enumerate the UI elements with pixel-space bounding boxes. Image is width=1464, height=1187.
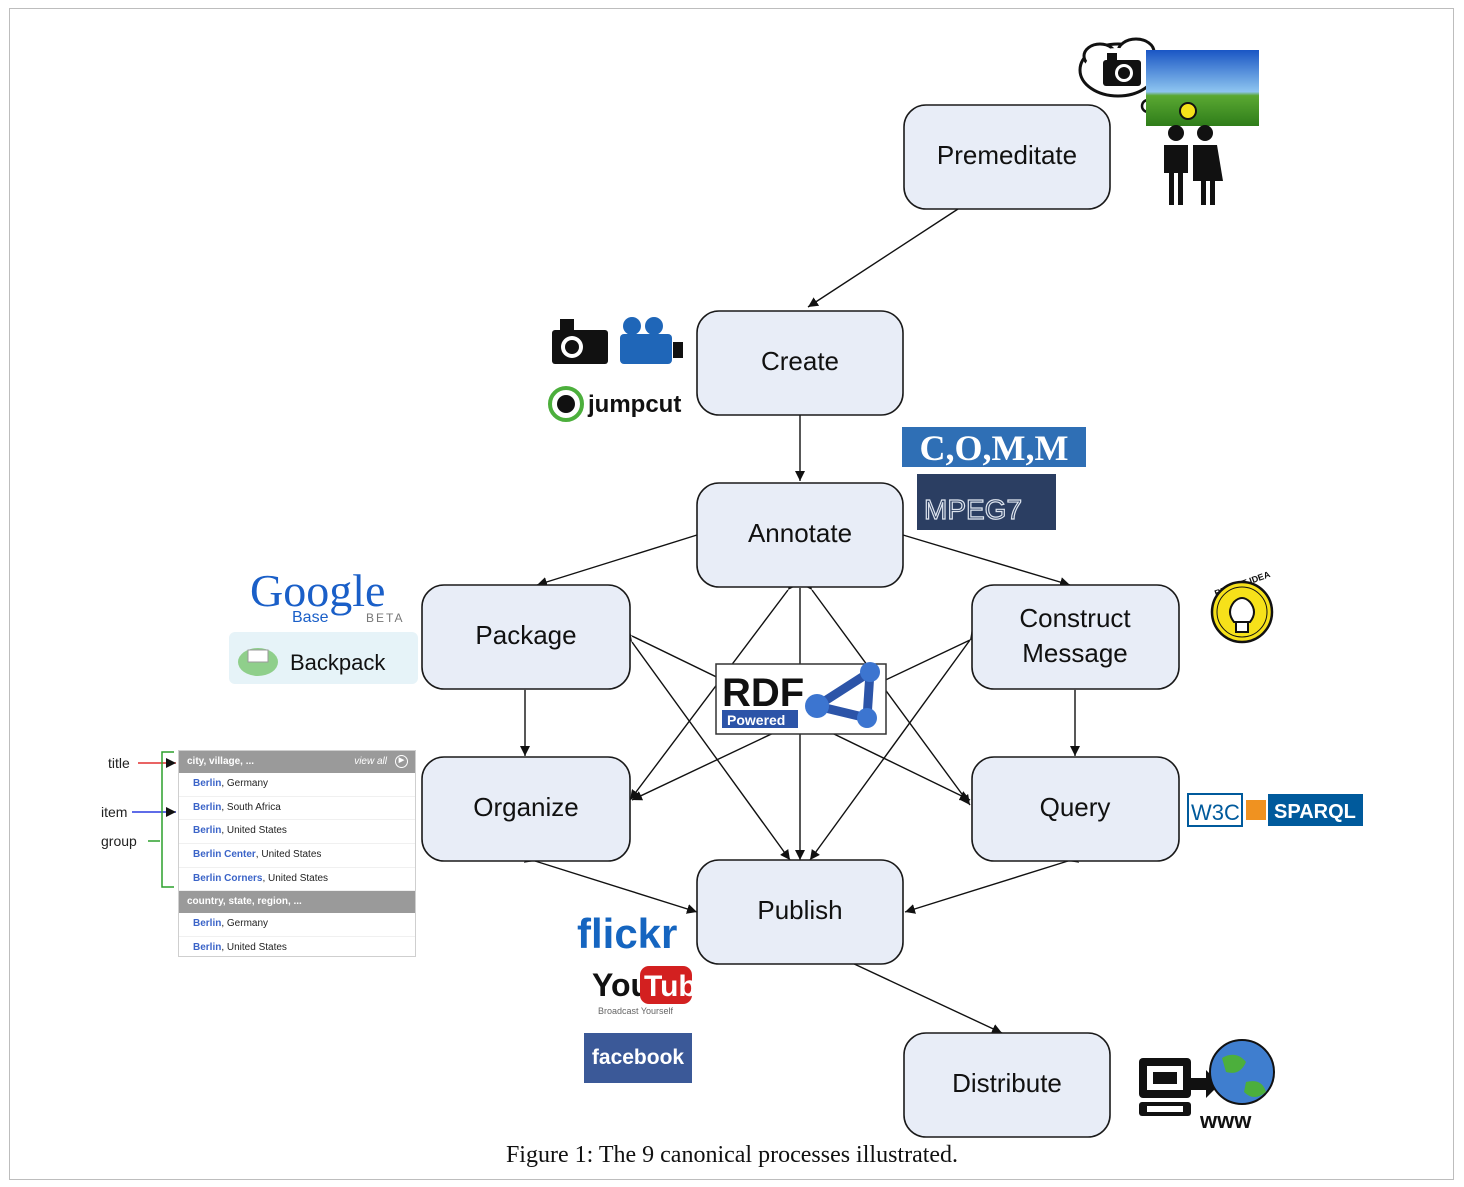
- svg-text:Base: Base: [292, 609, 329, 626]
- svg-text:Premeditate: Premeditate: [937, 140, 1077, 170]
- mpeg7-logo: MPEG7: [917, 474, 1056, 530]
- rdf-powered-logo: RDF Powered: [715, 662, 887, 735]
- node-distribute: Distribute: [903, 1032, 1111, 1138]
- facet-item[interactable]: Berlin, Germany: [179, 773, 415, 797]
- bright-idea-icon: BRIGHT IDEA: [1210, 569, 1274, 644]
- camera-icon: [1103, 53, 1141, 86]
- node-create: Create: [696, 310, 904, 416]
- svg-text:facebook: facebook: [592, 1046, 685, 1069]
- premeditate-illustration: [1078, 37, 1259, 205]
- svg-text:Publish: Publish: [757, 895, 842, 925]
- backpack-logo: Backpack: [229, 632, 418, 684]
- label-group: group: [101, 833, 137, 849]
- figure-caption: Figure 1: The 9 canonical processes illu…: [505, 1142, 959, 1168]
- computer-globe-icon: www: [1139, 1039, 1275, 1133]
- node-premeditate: Premeditate: [903, 104, 1111, 210]
- svg-text:jumpcut: jumpcut: [587, 391, 681, 418]
- edge-query-publish: [904, 853, 1080, 914]
- svg-text:Google: Google: [250, 565, 385, 616]
- facet-item[interactable]: Berlin, United States: [179, 820, 415, 845]
- svg-text:RDF: RDF: [722, 671, 804, 715]
- svg-text:SPARQL: SPARQL: [1274, 801, 1356, 823]
- label-item: item: [101, 804, 128, 820]
- svg-text:flickr: flickr: [577, 910, 677, 957]
- svg-text:www: www: [1199, 1108, 1252, 1133]
- svg-text:Organize: Organize: [473, 792, 579, 822]
- video-camera-icon: [620, 317, 683, 364]
- facet-item[interactable]: Berlin, Germany: [179, 913, 415, 938]
- svg-text:BETA: BETA: [366, 611, 404, 625]
- jumpcut-logo: jumpcut: [548, 386, 681, 422]
- edges: [520, 208, 1080, 1034]
- svg-text:Annotate: Annotate: [748, 518, 852, 548]
- facet-widget: city, village, ... view all ▶ Berlin, Ge…: [178, 750, 416, 957]
- flickr-logo: flickr: [577, 910, 677, 957]
- landscape-photo: [1146, 50, 1259, 126]
- edge-premeditate-create: [807, 208, 959, 308]
- facet-group-title: country, state, region, ...: [187, 896, 302, 908]
- node-construct-message: Construct Message: [971, 584, 1180, 690]
- people-icon: [1164, 125, 1223, 205]
- svg-text:Distribute: Distribute: [952, 1068, 1062, 1098]
- node-annotate: Annotate: [696, 482, 904, 588]
- play-circle-icon[interactable]: ▶: [395, 755, 408, 768]
- node-package: Package: [421, 584, 631, 690]
- svg-text:Powered: Powered: [727, 712, 785, 728]
- svg-text:Message: Message: [1022, 638, 1128, 668]
- svg-text:MPEG7: MPEG7: [924, 494, 1022, 525]
- edge-publish-distribute: [849, 961, 1003, 1034]
- edge-annotate-construct: [891, 527, 1071, 587]
- facet-item[interactable]: Berlin, United States: [179, 937, 415, 956]
- svg-text:Backpack: Backpack: [290, 650, 386, 675]
- facet-item[interactable]: Berlin Center, United States: [179, 844, 415, 868]
- svg-text:Package: Package: [475, 620, 576, 650]
- svg-text:Tube: Tube: [644, 970, 713, 1003]
- edge-annotate-package: [536, 527, 709, 587]
- svg-text:Create: Create: [761, 346, 839, 376]
- google-base-logo: Google Base BETA: [250, 565, 404, 626]
- facet-item[interactable]: Berlin, South Africa: [179, 797, 415, 821]
- facebook-logo: facebook: [584, 1033, 692, 1083]
- comm-logo: C,O,M,M: [902, 427, 1086, 468]
- node-query: Query: [971, 756, 1180, 862]
- photo-camera-icon: [552, 319, 608, 364]
- facet-annotations: [132, 751, 176, 888]
- node-organize: Organize: [421, 756, 631, 862]
- facet-group-header: country, state, region, ...: [179, 891, 415, 914]
- svg-text:Broadcast Yourself: Broadcast Yourself: [598, 1006, 674, 1016]
- lightbulb-icon: [1179, 102, 1197, 120]
- facet-item[interactable]: Berlin Corners, United States: [179, 868, 415, 892]
- svg-text:Query: Query: [1040, 792, 1111, 822]
- edge-organize-publish: [523, 853, 698, 914]
- node-publish: Publish: [696, 859, 904, 965]
- facet-group-header: city, village, ... view all ▶: [179, 751, 415, 773]
- svg-text:Construct: Construct: [1019, 603, 1131, 633]
- view-all-link[interactable]: view all: [354, 756, 387, 767]
- w3c-sparql-logo: W3C SPARQL: [1187, 793, 1363, 827]
- svg-text:C,O,M,M: C,O,M,M: [920, 428, 1069, 468]
- facet-group-title: city, village, ...: [187, 756, 255, 767]
- youtube-logo: You Tube Broadcast Yourself: [592, 966, 713, 1016]
- svg-text:W3C: W3C: [1191, 800, 1240, 825]
- label-title: title: [108, 755, 130, 771]
- figure-frame: [9, 8, 1454, 1180]
